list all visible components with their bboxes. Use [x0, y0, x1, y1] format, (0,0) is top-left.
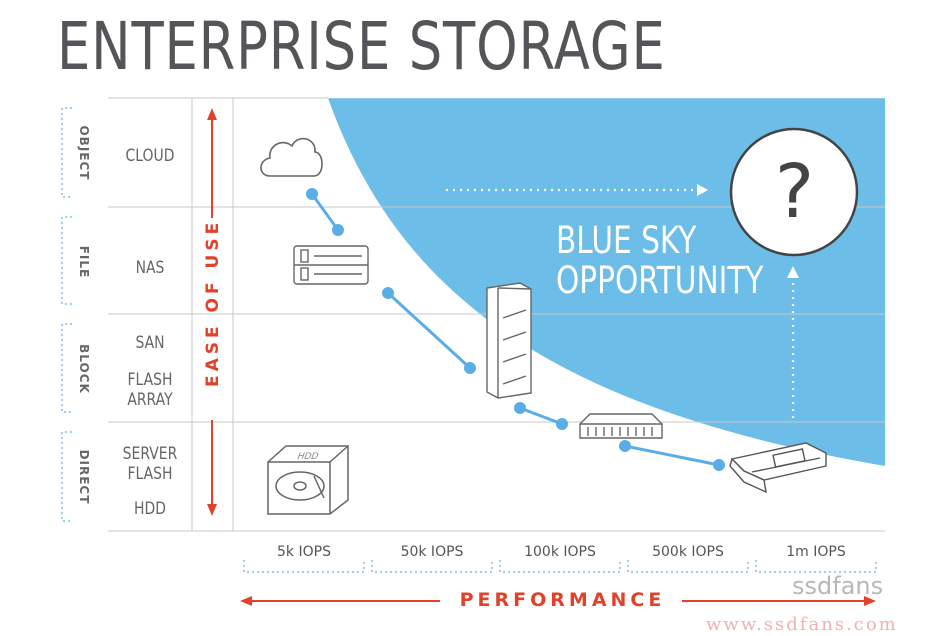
category-object: OBJECT: [77, 125, 91, 181]
question-circle-icon: [729, 127, 859, 257]
tick-5k-iops: 5k IOPS: [277, 544, 331, 560]
cloud-icon: [260, 137, 323, 177]
opportunity-arrows: [446, 188, 795, 418]
ease-axis-arrows: [207, 108, 217, 516]
category-file: FILE: [77, 245, 91, 279]
watermark-brand: ssdfans: [792, 572, 884, 600]
performance-axis-arrows: [240, 596, 876, 606]
category-block: BLOCK: [77, 344, 91, 394]
tick-1m-iops: 1m IOPS: [786, 544, 846, 560]
flash-array-icon: [579, 413, 663, 439]
hdd-icon-label: HDD: [296, 451, 320, 462]
category-direct: DIRECT: [77, 449, 91, 505]
watermark-url: www.ssdfans.com: [706, 614, 898, 635]
tick-100k-iops: 100k IOPS: [524, 544, 596, 560]
row-label-cloud: CLOUD: [125, 146, 175, 166]
row-label-direct: SERVER FLASH HDD: [122, 444, 178, 519]
nas-icon: [293, 245, 369, 285]
tick-50k-iops: 50k IOPS: [400, 544, 464, 560]
performance-label: PERFORMANCE: [459, 589, 666, 611]
category-brackets: [61, 107, 877, 573]
row-label-block: SAN FLASH ARRAY: [127, 333, 173, 410]
question-mark: ?: [774, 149, 815, 235]
row-label-nas: NAS: [135, 258, 165, 278]
pcie-card-icon: [729, 442, 827, 494]
page-title: ENTERPRISE STORAGE: [57, 8, 666, 85]
san-icon: [486, 282, 532, 399]
tick-500k-iops: 500k IOPS: [652, 544, 724, 560]
blue-sky-opportunity-label: BLUE SKY OPPORTUNITY: [556, 219, 764, 302]
ease-of-use-label: EASE OF USE: [203, 218, 223, 387]
connectors: [306, 188, 725, 471]
hdd-icon: [267, 445, 349, 515]
